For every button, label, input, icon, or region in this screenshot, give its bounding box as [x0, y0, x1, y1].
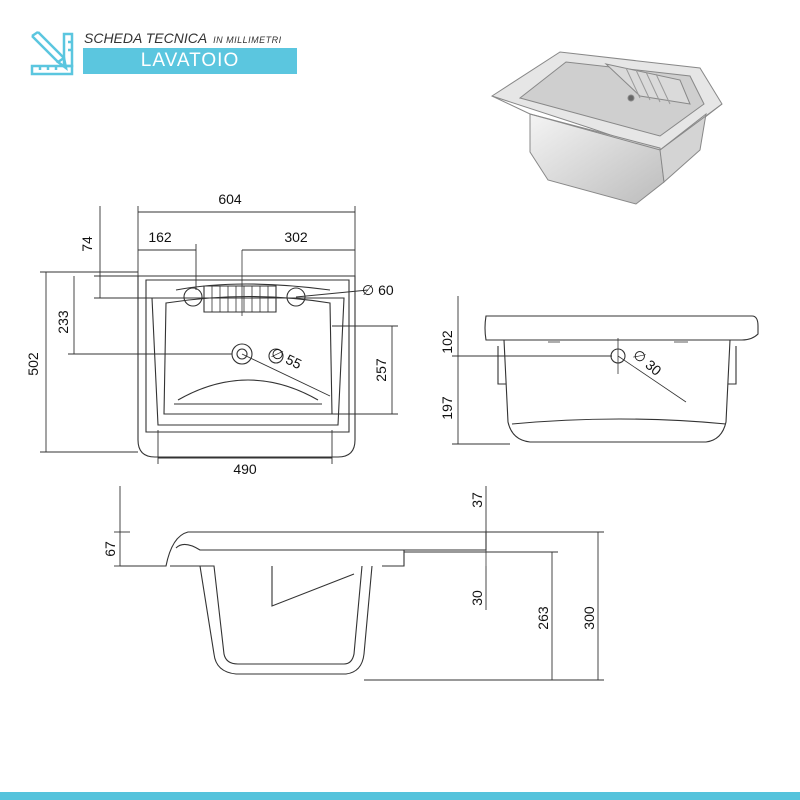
header-title-line: SCHEDA TECNICA IN MILLIMETRI — [84, 30, 282, 46]
dim-right-offset-label: 302 — [284, 229, 308, 245]
dim-basin-depth-label: 257 — [373, 358, 389, 382]
dim-basin-width-label: 490 — [233, 461, 257, 477]
dim-back-edge-label: 74 — [79, 236, 95, 252]
dim-side-hole-label: ∅ 30 — [630, 346, 665, 379]
header-subtitle: IN MILLIMETRI — [213, 35, 282, 45]
footer-accent-strip — [0, 792, 800, 800]
dim-left-rim-label: 67 — [102, 541, 118, 557]
washboard-ribs-top — [211, 286, 269, 312]
tap-hole-right — [286, 287, 306, 307]
dim-drain-hole-label: ∅ 55 — [269, 344, 305, 372]
top-view — [137, 250, 356, 458]
dim-rim-height-label: 102 — [439, 330, 455, 354]
header: SCHEDA TECNICA IN MILLIMETRI LAVATOIO — [28, 28, 308, 78]
dim-depth-label: 502 — [25, 352, 41, 376]
pencil-ruler-icon — [30, 30, 74, 76]
side-view — [484, 315, 759, 443]
dim-width-label: 604 — [218, 191, 242, 207]
dim-drain-offset-label: 30 — [469, 590, 485, 606]
side-view-dimension-lines — [452, 296, 612, 445]
dim-top-rim-label: 37 — [469, 492, 485, 508]
product-banner: LAVATOIO — [83, 48, 297, 74]
sink-3d-render — [490, 51, 723, 205]
section-view-dimension-lines — [114, 486, 604, 681]
washboard-ribs — [625, 67, 671, 105]
dim-drain-depth-label: 233 — [55, 310, 71, 334]
top-view-dimension-lines — [40, 206, 398, 464]
header-title: SCHEDA TECNICA — [84, 30, 208, 46]
tap-hole-left — [183, 287, 203, 307]
dim-inner-height-label: 263 — [535, 606, 551, 630]
dim-tap-hole-label: ∅ 60 — [362, 282, 394, 298]
dim-total-height-label: 300 — [581, 606, 597, 630]
dim-lower-height-label: 197 — [439, 396, 455, 420]
dim-left-offset-label: 162 — [148, 229, 172, 245]
section-view — [120, 530, 487, 675]
